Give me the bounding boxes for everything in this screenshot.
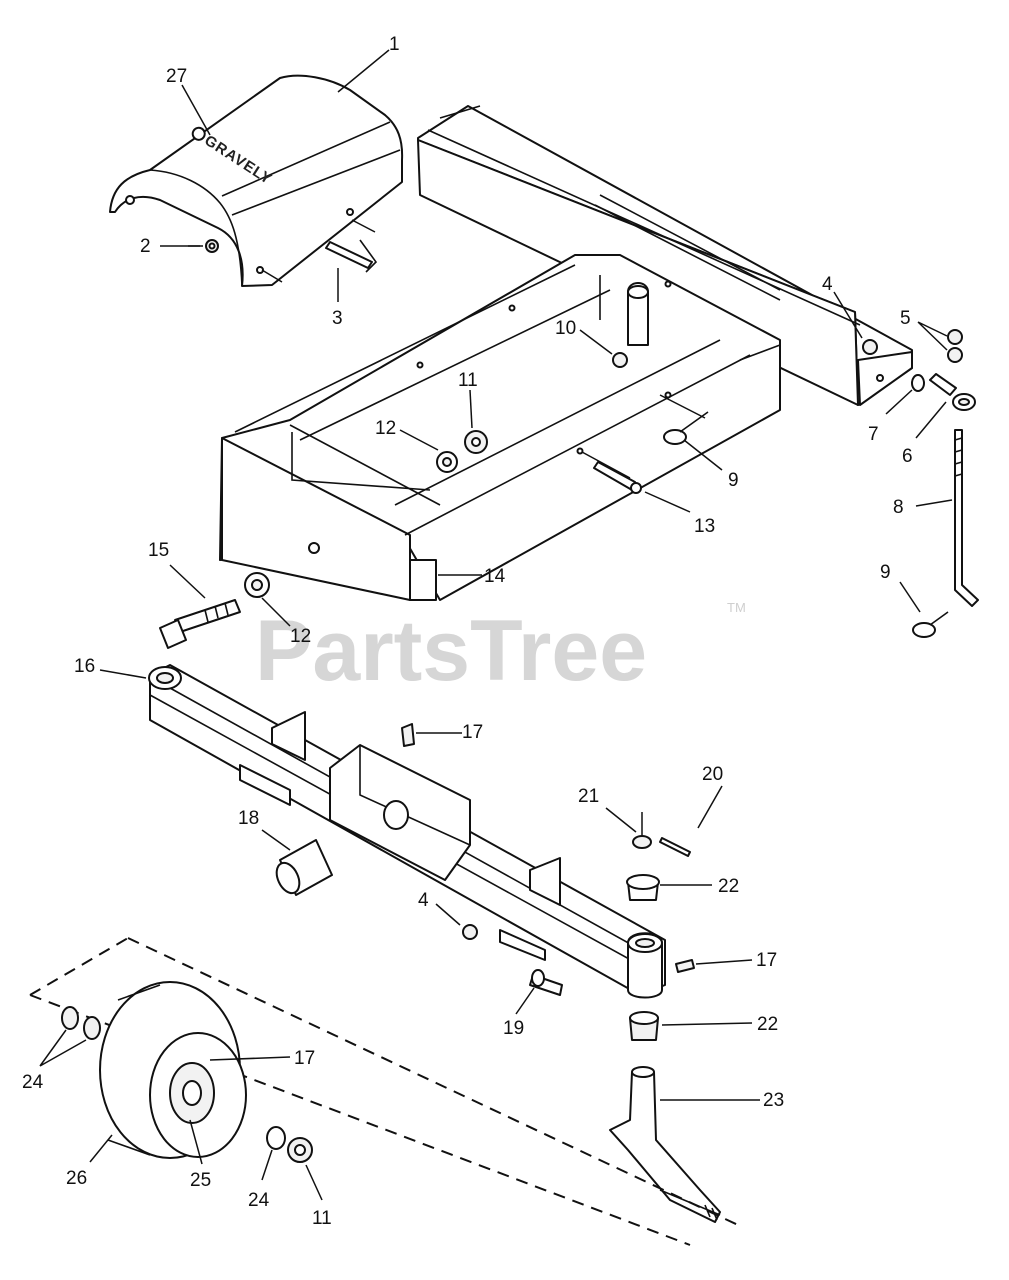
part-cover[interactable]: GRAVELY bbox=[109, 74, 404, 287]
callout-18[interactable]: 18 bbox=[238, 808, 259, 829]
callout-8[interactable]: 8 bbox=[893, 497, 904, 518]
callout-12[interactable]: 12 bbox=[375, 418, 396, 439]
callout-22[interactable]: 22 bbox=[718, 876, 739, 897]
part-nut-4-upper[interactable] bbox=[862, 339, 878, 355]
part-locknut-10[interactable] bbox=[612, 352, 628, 368]
callout-19[interactable]: 19 bbox=[503, 1018, 524, 1039]
part-axle-16[interactable] bbox=[148, 664, 666, 999]
part-bushing-22-lower[interactable] bbox=[629, 1011, 659, 1041]
callout-23[interactable]: 23 bbox=[763, 1090, 784, 1111]
callout-3[interactable]: 3 bbox=[332, 308, 343, 329]
callout-7[interactable]: 7 bbox=[868, 424, 879, 445]
part-frame[interactable] bbox=[219, 105, 913, 601]
part-washers-24-left[interactable] bbox=[61, 1006, 101, 1040]
callout-22-lower[interactable]: 22 bbox=[757, 1014, 778, 1035]
callout-15[interactable]: 15 bbox=[148, 540, 169, 561]
callout-6[interactable]: 6 bbox=[902, 446, 913, 467]
part-nut-11-lower[interactable] bbox=[287, 1137, 313, 1163]
part-nut-4-lower[interactable] bbox=[462, 924, 478, 940]
callout-17-mid[interactable]: 17 bbox=[756, 950, 777, 971]
part-fitting-17-b[interactable] bbox=[675, 959, 695, 973]
wheel-group-boundary bbox=[29, 937, 739, 1246]
callout-17-lower[interactable]: 17 bbox=[294, 1048, 315, 1069]
watermark-trademark: TM bbox=[727, 600, 746, 615]
callout-12-lower[interactable]: 12 bbox=[290, 626, 311, 647]
part-washer-7[interactable] bbox=[911, 374, 925, 392]
part-fitting-17-a[interactable] bbox=[401, 723, 415, 747]
callout-26[interactable]: 26 bbox=[66, 1168, 87, 1189]
callout-24-left[interactable]: 24 bbox=[22, 1072, 44, 1093]
callout-4[interactable]: 4 bbox=[822, 274, 833, 295]
part-bushing-22-upper[interactable] bbox=[626, 874, 660, 901]
part-bolt-15[interactable] bbox=[159, 599, 241, 649]
part-pin-9-upper[interactable] bbox=[659, 394, 709, 445]
callout-20[interactable]: 20 bbox=[702, 764, 723, 785]
callout-16[interactable]: 16 bbox=[74, 656, 95, 677]
part-spindle-23[interactable] bbox=[609, 1066, 721, 1223]
callout-11[interactable]: 11 bbox=[458, 370, 478, 391]
callout-5[interactable]: 5 bbox=[900, 308, 911, 329]
callout-1[interactable]: 1 bbox=[389, 34, 400, 55]
part-wheel-26[interactable] bbox=[99, 981, 247, 1159]
part-washer-21[interactable] bbox=[632, 812, 652, 849]
callout-4-lower[interactable]: 4 bbox=[418, 890, 429, 911]
callout-9[interactable]: 9 bbox=[728, 470, 739, 491]
callout-11-lower[interactable]: 11 bbox=[312, 1208, 332, 1229]
callout-21[interactable]: 21 bbox=[578, 786, 599, 807]
callout-27[interactable]: 27 bbox=[166, 66, 187, 87]
part-nut-2[interactable] bbox=[205, 239, 219, 253]
part-pin-20[interactable] bbox=[659, 837, 691, 857]
watermark-text: PartsTree bbox=[255, 603, 647, 699]
callout-2[interactable]: 2 bbox=[140, 236, 151, 257]
callout-labels: 1 27 2 3 4 5 10 11 12 7 6 9 13 8 14 15 1… bbox=[22, 34, 913, 1229]
callout-17[interactable]: 17 bbox=[462, 722, 483, 743]
part-washer-12-upper[interactable] bbox=[436, 451, 458, 473]
part-bushing-18[interactable] bbox=[272, 839, 333, 897]
leader-lines bbox=[39, 49, 953, 1201]
part-rod-8[interactable] bbox=[954, 429, 979, 607]
callout-14[interactable]: 14 bbox=[484, 566, 506, 587]
part-bolt-19[interactable] bbox=[529, 969, 563, 996]
part-pin-3[interactable] bbox=[325, 239, 378, 273]
part-eyebolt-6[interactable] bbox=[929, 373, 976, 411]
part-washer-24-right[interactable] bbox=[266, 1126, 286, 1150]
callout-9-lower[interactable]: 9 bbox=[880, 562, 891, 583]
part-pin-9-lower[interactable] bbox=[912, 611, 949, 638]
callout-10[interactable]: 10 bbox=[555, 318, 576, 339]
part-bolt-13[interactable] bbox=[581, 451, 642, 494]
part-nut-11-upper[interactable] bbox=[464, 430, 488, 454]
callout-13[interactable]: 13 bbox=[694, 516, 715, 537]
part-nuts-5[interactable] bbox=[947, 329, 963, 363]
callout-24-right[interactable]: 24 bbox=[248, 1190, 270, 1211]
callout-25[interactable]: 25 bbox=[190, 1170, 211, 1191]
part-washer-12-lower[interactable] bbox=[244, 572, 270, 598]
